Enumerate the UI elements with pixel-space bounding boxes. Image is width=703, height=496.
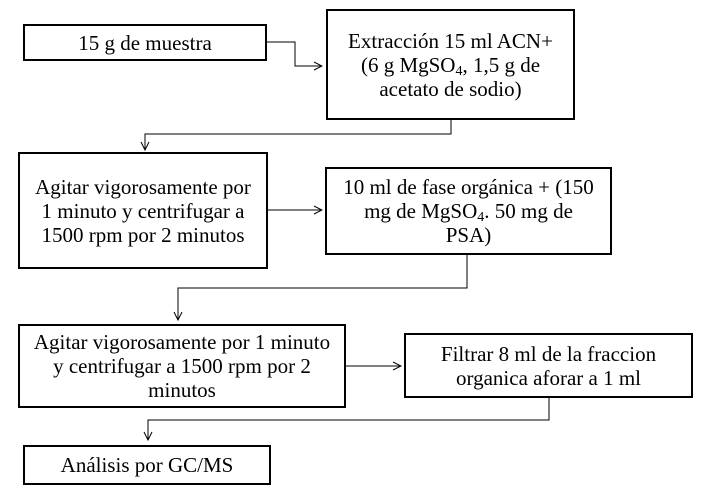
box-extraccion: Extracción 15 ml ACN+ (6 g MgSO4, 1,5 g … [326, 9, 575, 120]
box-fase-organica-label: 10 ml de fase orgánica + (150 mg de MgSO… [343, 175, 594, 247]
box-analisis: Análisis por GC/MS [23, 445, 271, 485]
box-agitar-1: Agitar vigorosamente por 1 minuto y cent… [18, 152, 268, 269]
arrow-b6-to-b7 [148, 398, 550, 440]
box-agitar-2-label: Agitar vigorosamente por 1 minuto y cent… [33, 330, 331, 402]
box-filtrar-label: Filtrar 8 ml de la fraccion organica afo… [440, 341, 657, 390]
box-fase-organica: 10 ml de fase orgánica + (150 mg de MgSO… [325, 167, 612, 255]
box-analisis-label: Análisis por GC/MS [60, 453, 234, 477]
box-agitar-1-label: Agitar vigorosamente por 1 minuto y cent… [35, 174, 251, 247]
box-muestra-label: 15 g de muestra [78, 30, 212, 55]
arrow-b2-to-b3 [145, 120, 452, 150]
arrow-b4-to-b5 [178, 255, 468, 320]
arrow-b1-to-b2 [267, 41, 322, 66]
box-agitar-2: Agitar vigorosamente por 1 minuto y cent… [18, 324, 346, 408]
box-filtrar: Filtrar 8 ml de la fraccion organica afo… [404, 333, 693, 398]
box-muestra: 15 g de muestra [23, 24, 267, 61]
box-extraccion-label: Extracción 15 ml ACN+ (6 g MgSO4, 1,5 g … [348, 28, 553, 101]
